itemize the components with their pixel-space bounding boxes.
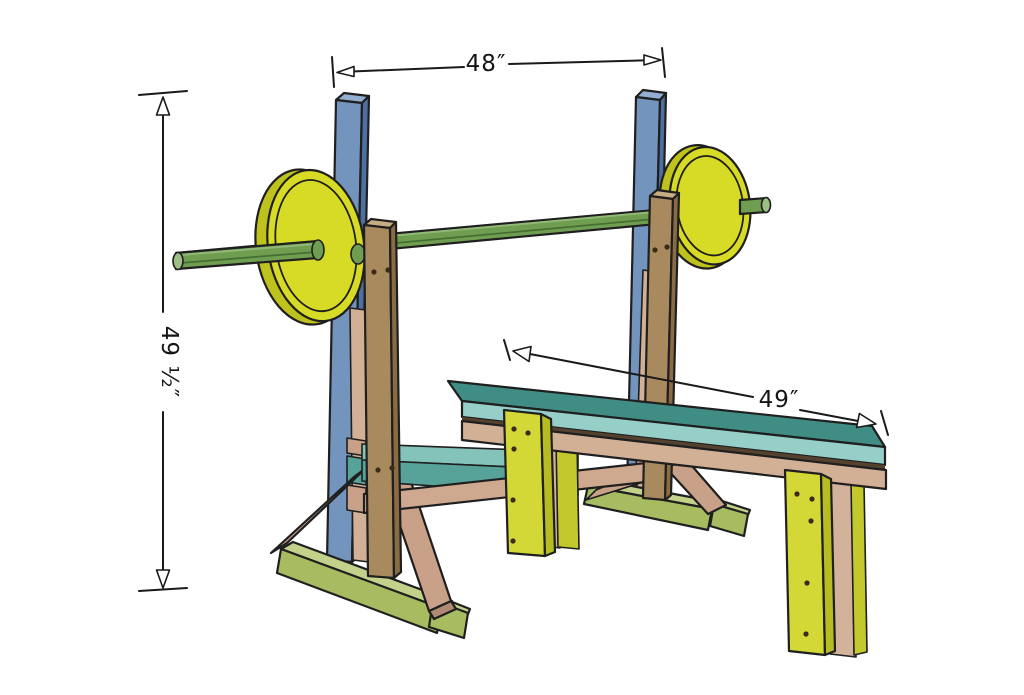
front-leg-rear [555, 439, 580, 550]
rack-height-label: 49 ½″ [156, 326, 182, 398]
bench-front-leg [502, 408, 557, 558]
right-base-cap [708, 502, 750, 538]
bench [446, 379, 888, 658]
bench-right-leg [783, 468, 837, 657]
dimension-rack-width: 48″ [331, 47, 666, 88]
bench-rail [460, 419, 888, 491]
left-post [362, 217, 403, 580]
dimension-bench-length: 49″ [503, 339, 889, 436]
dimension-rack-height: 49 ½″ [138, 90, 188, 592]
right-leg-rear [850, 480, 868, 656]
bench-length-label: 49″ [759, 387, 800, 413]
bar-left-sleeve [350, 243, 366, 265]
bar-left-end-cap [172, 251, 184, 271]
bar-left-hub [311, 239, 325, 261]
right-weight-plate [658, 144, 752, 270]
rack-width-label: 48″ [466, 51, 507, 77]
bar-right-end-cap [760, 196, 772, 214]
